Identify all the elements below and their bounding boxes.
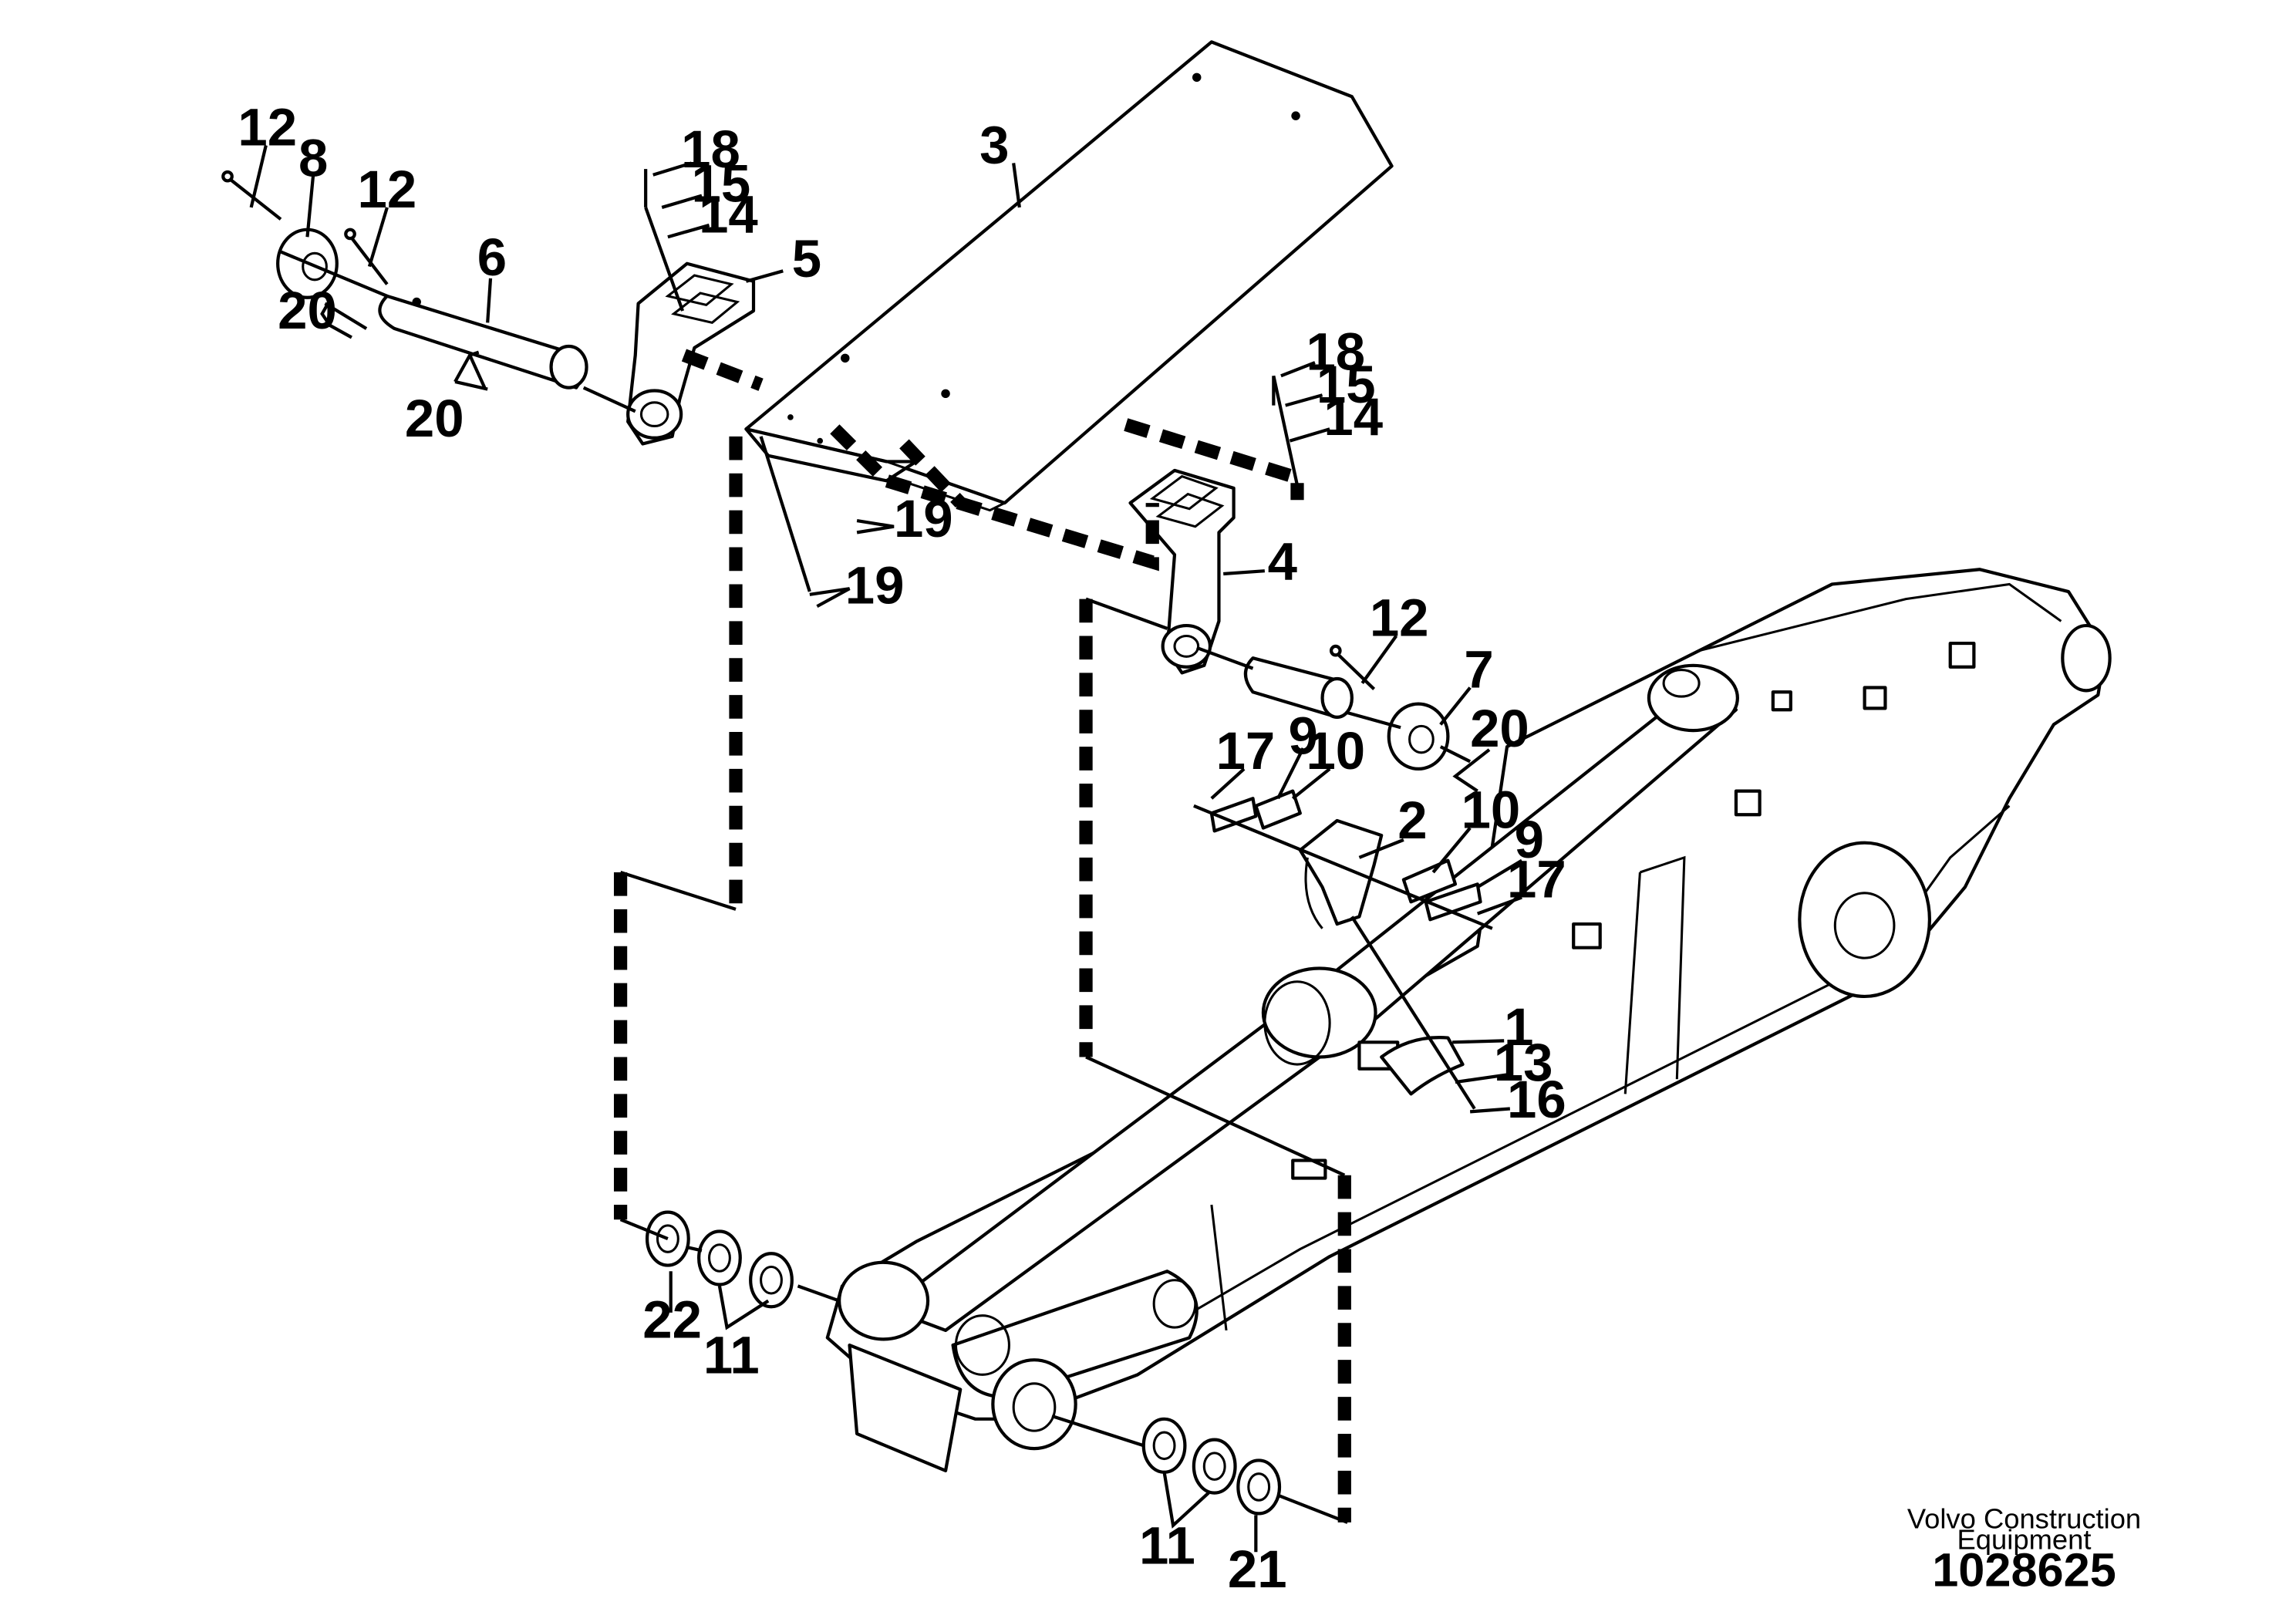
- callout-19: 19: [845, 555, 905, 615]
- callout-2: 2: [1397, 791, 1427, 850]
- callout-6: 6: [477, 228, 507, 287]
- callout-22: 22: [642, 1290, 702, 1349]
- callout-8: 8: [298, 129, 328, 188]
- callout-1: 1: [1504, 997, 1533, 1057]
- callout-11: 11: [1139, 1516, 1195, 1576]
- washer-7: [1387, 702, 1450, 771]
- assembly-joins: [619, 597, 1346, 1241]
- document-number: 1028625: [1932, 1543, 2116, 1596]
- saddle-1: [1380, 1036, 1465, 1096]
- callout-17: 17: [1507, 850, 1566, 909]
- callout-9: 9: [1288, 706, 1317, 766]
- callout-10: 10: [1306, 721, 1365, 781]
- assembly-axes: [280, 207, 1493, 1524]
- callout-4: 4: [1268, 532, 1297, 592]
- callout-20: 20: [278, 281, 337, 340]
- callout-3: 3: [979, 115, 1009, 174]
- callout-13: 13: [1494, 1033, 1553, 1092]
- callout-15: 15: [1317, 355, 1376, 414]
- callout-7: 7: [1464, 640, 1493, 700]
- callout-10: 10: [1462, 781, 1521, 840]
- callout-14: 14: [699, 185, 758, 244]
- brand-line-2: Equipment: [1957, 1523, 2092, 1555]
- footer-branding: Volvo Construction Equipment 1028625: [1907, 1503, 2141, 1597]
- pin-6: [378, 294, 588, 389]
- callout-9: 9: [1515, 810, 1544, 869]
- callout-14: 14: [1323, 387, 1383, 447]
- shims-right: [1141, 1417, 1282, 1516]
- bolt-12-left: [221, 170, 282, 221]
- pin-7: [1243, 656, 1354, 719]
- bolt-12-right: [1329, 644, 1376, 690]
- hidden-line-borders: [613, 349, 1351, 1523]
- callout-19: 19: [894, 489, 953, 548]
- callout-16: 16: [1507, 1070, 1566, 1129]
- brand-line-1: Volvo Construction: [1907, 1503, 2141, 1535]
- bracket-4: [1128, 468, 1236, 675]
- callout-20: 20: [405, 389, 464, 448]
- bracket-2: [1298, 818, 1384, 929]
- callout-5: 5: [792, 229, 821, 288]
- callout-15: 15: [692, 153, 751, 213]
- callout-18: 18: [681, 120, 740, 179]
- callout-labels: 12 8 12 6 20 20 18 15 14 5 3 18 15 14 19…: [238, 97, 1566, 1599]
- callout-11: 11: [703, 1325, 760, 1384]
- leader-lines: [249, 144, 1523, 1553]
- callout-12: 12: [1370, 588, 1429, 647]
- bolt-12-mid: [344, 228, 389, 285]
- boom-structure: [825, 568, 2112, 1472]
- callout-21: 21: [1228, 1539, 1287, 1599]
- callout-12: 12: [238, 97, 297, 157]
- shims-left: [645, 1210, 794, 1309]
- callout-17: 17: [1216, 721, 1276, 781]
- callout-20: 20: [1470, 699, 1529, 758]
- clamp-9-right: [1424, 882, 1482, 922]
- clamp-9-left: [1209, 797, 1258, 833]
- callout-18: 18: [1306, 322, 1365, 382]
- callout-12: 12: [358, 160, 417, 219]
